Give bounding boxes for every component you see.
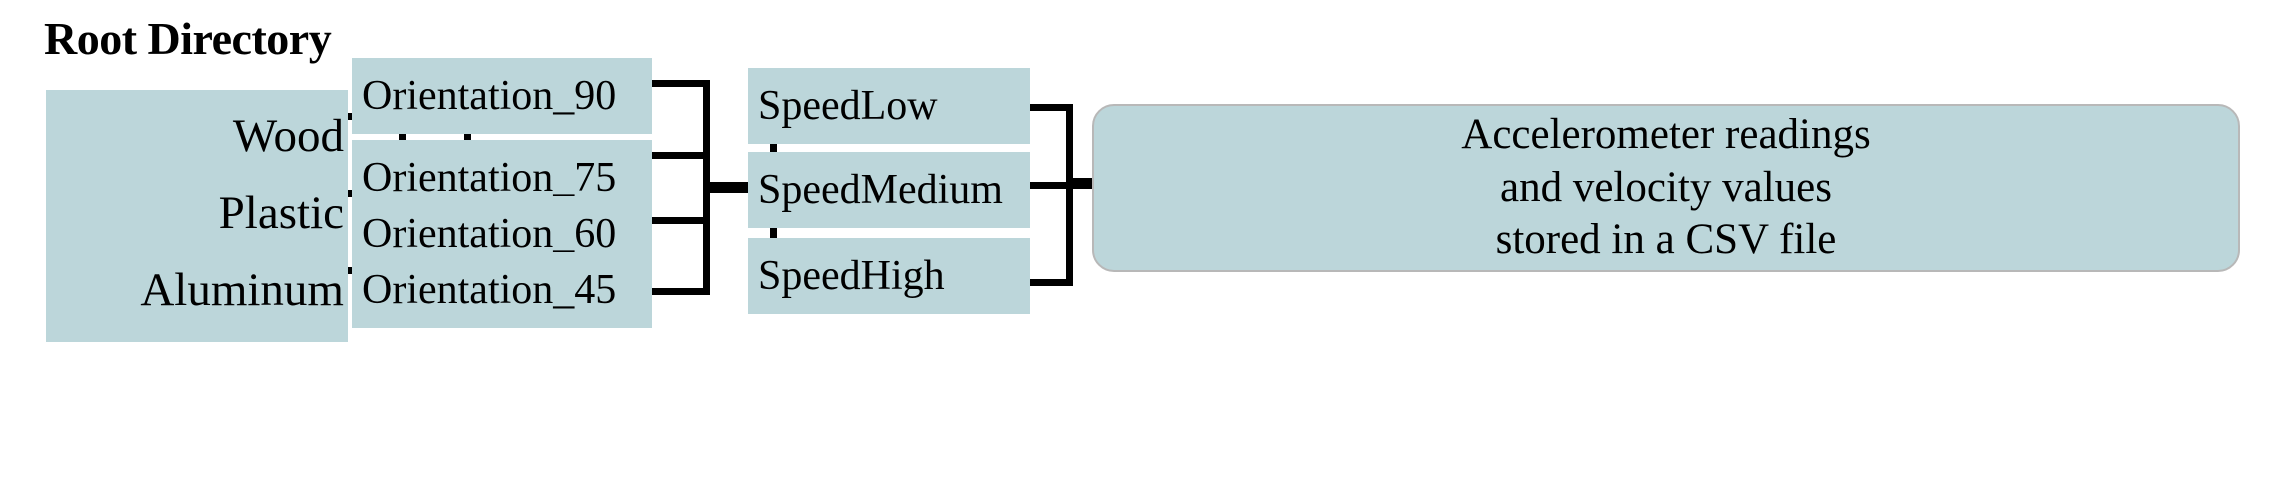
- connector-orientation-60-out: [652, 217, 710, 224]
- page-title: Root Directory: [44, 13, 332, 64]
- node-speed-high[interactable]: SpeedHigh: [748, 238, 1030, 314]
- node-label: Orientation_75: [362, 154, 617, 201]
- connector-orientation-90-out: [652, 80, 710, 87]
- leaf-line-3: stored in a CSV file: [1495, 216, 1837, 264]
- connector-speed-medium-out: [1030, 182, 1072, 189]
- node-data-leaf[interactable]: Accelerometer readings and velocity valu…: [1092, 104, 2240, 272]
- connector-speed-low-out: [1030, 104, 1072, 111]
- node-label: SpeedMedium: [758, 166, 1003, 213]
- connector-orientation-45-out: [652, 288, 710, 295]
- connector-leaf-bus: [1066, 178, 1106, 189]
- node-label: Orientation_90: [362, 72, 617, 119]
- connector-orientation-bus: [703, 182, 777, 193]
- node-orientation-45[interactable]: Orientation_45: [352, 252, 652, 328]
- leaf-line-2: and velocity values: [1500, 163, 1832, 211]
- node-orientation-90[interactable]: Orientation_90: [352, 58, 652, 134]
- node-label: SpeedLow: [758, 82, 938, 129]
- node-speed-medium[interactable]: SpeedMedium: [748, 152, 1030, 228]
- node-label: Orientation_45: [362, 266, 617, 313]
- leaf-line-1: Accelerometer readings: [1461, 111, 1871, 159]
- node-speed-low[interactable]: SpeedLow: [748, 68, 1030, 144]
- connector-speed-out-spine: [1066, 104, 1073, 286]
- connector-speed-high-out: [1030, 279, 1072, 286]
- node-label: Wood: [232, 110, 344, 163]
- node-label: Aluminum: [140, 264, 344, 317]
- node-material-aluminum[interactable]: Aluminum: [46, 244, 348, 342]
- node-label: Orientation_60: [362, 210, 617, 257]
- node-label: SpeedHigh: [758, 252, 945, 299]
- node-label: Plastic: [218, 187, 344, 240]
- connector-orientation-75-out: [652, 152, 710, 159]
